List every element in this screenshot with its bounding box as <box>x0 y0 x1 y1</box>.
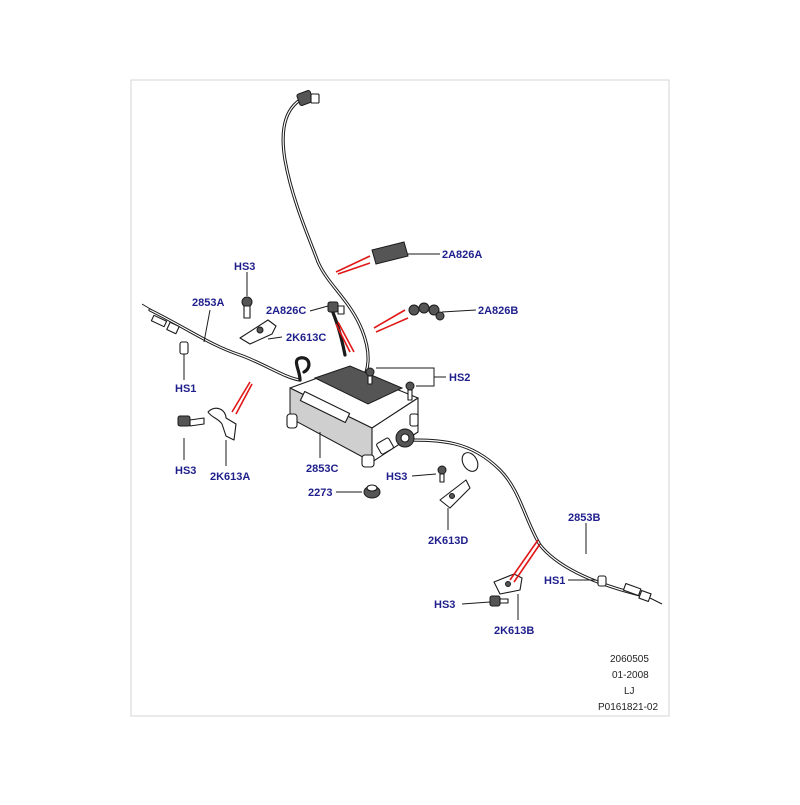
fastener-hs1-left <box>179 341 189 378</box>
bracket-2k613c <box>239 319 277 345</box>
footer-line-2: 01-2008 <box>612 670 649 681</box>
connector-2a826a <box>371 241 409 265</box>
callout-hs1-right: HS1 <box>544 575 565 587</box>
clip-2a826c <box>327 301 345 315</box>
callout-2853a: 2853A <box>192 297 224 309</box>
callout-2a826a: 2A826A <box>442 249 482 261</box>
bracket-2k613a <box>207 407 237 441</box>
fastener-hs1-right <box>597 575 607 587</box>
fastener-hs3-bottom <box>489 595 509 607</box>
fasteners-hs2 <box>365 367 415 401</box>
clips-2a826b <box>408 302 445 321</box>
callout-2k613b: 2K613B <box>494 625 534 637</box>
footer-line-4: P0161821-02 <box>598 702 658 713</box>
footer-line-1: 2060505 <box>610 654 649 665</box>
leader-lines <box>183 253 596 620</box>
callout-hs3-top: HS3 <box>234 261 255 273</box>
callout-2a826c: 2A826C <box>266 305 306 317</box>
callout-2a826b: 2A826B <box>478 305 518 317</box>
callout-hs1-left: HS1 <box>175 383 196 395</box>
footer-line-3: LJ <box>624 686 635 697</box>
parking-brake-module <box>286 365 419 468</box>
bracket-2k613d <box>439 479 471 509</box>
callout-2k613c: 2K613C <box>286 332 326 344</box>
callout-2853c: 2853C <box>306 463 338 475</box>
red-reference-arrows <box>231 255 541 583</box>
cable-2853b <box>403 438 663 605</box>
fastener-hs3-left <box>177 415 205 427</box>
cable-2853a <box>141 303 311 382</box>
callout-2k613a: 2K613A <box>210 471 250 483</box>
callout-hs2: HS2 <box>449 372 470 384</box>
callout-hs3-bottom: HS3 <box>434 599 455 611</box>
fastener-hs3-mid <box>437 465 447 483</box>
grommet-2273 <box>363 484 381 499</box>
callout-hs3-mid: HS3 <box>386 471 407 483</box>
fastener-hs3-top <box>241 296 253 319</box>
callout-2853b: 2853B <box>568 512 600 524</box>
callout-2k613d: 2K613D <box>428 535 468 547</box>
callout-hs3-left: HS3 <box>175 465 196 477</box>
callout-2273: 2273 <box>308 487 332 499</box>
bracket-2k613b <box>493 573 523 595</box>
